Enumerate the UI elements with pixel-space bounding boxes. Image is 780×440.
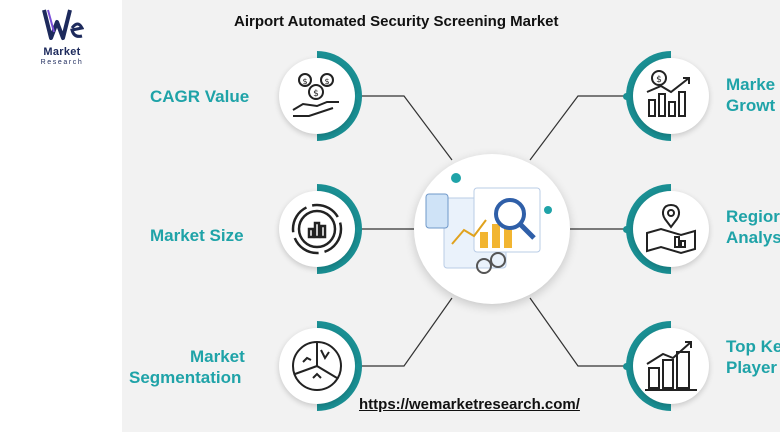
growth-label-line2: Growt — [726, 96, 776, 115]
donut-chart-icon — [291, 203, 343, 255]
players-label-line2: Player — [726, 358, 778, 377]
central-hub — [414, 154, 570, 304]
size-node[interactable] — [279, 191, 355, 267]
hand-money-icon: $ $ $ — [292, 73, 339, 117]
svg-text:$: $ — [324, 77, 329, 86]
segmentation-dot — [355, 363, 362, 370]
growth-node[interactable]: $ — [633, 58, 709, 134]
region-label-line2: Analys — [726, 228, 780, 247]
region-label-line1: Regior — [726, 207, 780, 226]
region-dot — [623, 226, 630, 233]
page-title: Airport Automated Security Screening Mar… — [234, 13, 559, 30]
cagr-label: CAGR Value — [150, 87, 250, 106]
growth-dot — [623, 93, 630, 100]
bar-growth-icon: $ — [646, 70, 690, 117]
segmentation-label-line1: Market — [190, 347, 245, 366]
cagr-dot — [355, 93, 362, 100]
players-dot — [623, 363, 630, 370]
svg-text:$: $ — [302, 77, 307, 86]
city-bar-icon — [645, 341, 697, 391]
segmentation-node[interactable] — [279, 328, 355, 404]
players-label-line1: Top Ke — [726, 337, 780, 356]
svg-text:$: $ — [313, 89, 319, 99]
map-pin-icon — [646, 203, 696, 255]
size-dot — [355, 226, 362, 233]
svg-text:$: $ — [656, 75, 662, 85]
region-node[interactable] — [633, 191, 709, 267]
we-logo-icon — [42, 9, 84, 40]
segment-pie-icon — [292, 341, 342, 391]
size-label: Market Size — [150, 226, 244, 245]
players-node[interactable] — [633, 328, 709, 404]
segmentation-label-line2: Segmentation — [129, 368, 242, 387]
growth-label-line1: Marke — [726, 75, 776, 94]
brand-logo: Market Research — [18, 6, 106, 70]
analytics-report-icon — [425, 173, 552, 274]
website-link[interactable]: https://wemarketresearch.com/ — [359, 396, 580, 413]
brand-tagline: Research — [40, 59, 84, 66]
brand-name: Market — [43, 46, 81, 58]
cagr-node[interactable]: $ $ $ — [279, 58, 355, 134]
